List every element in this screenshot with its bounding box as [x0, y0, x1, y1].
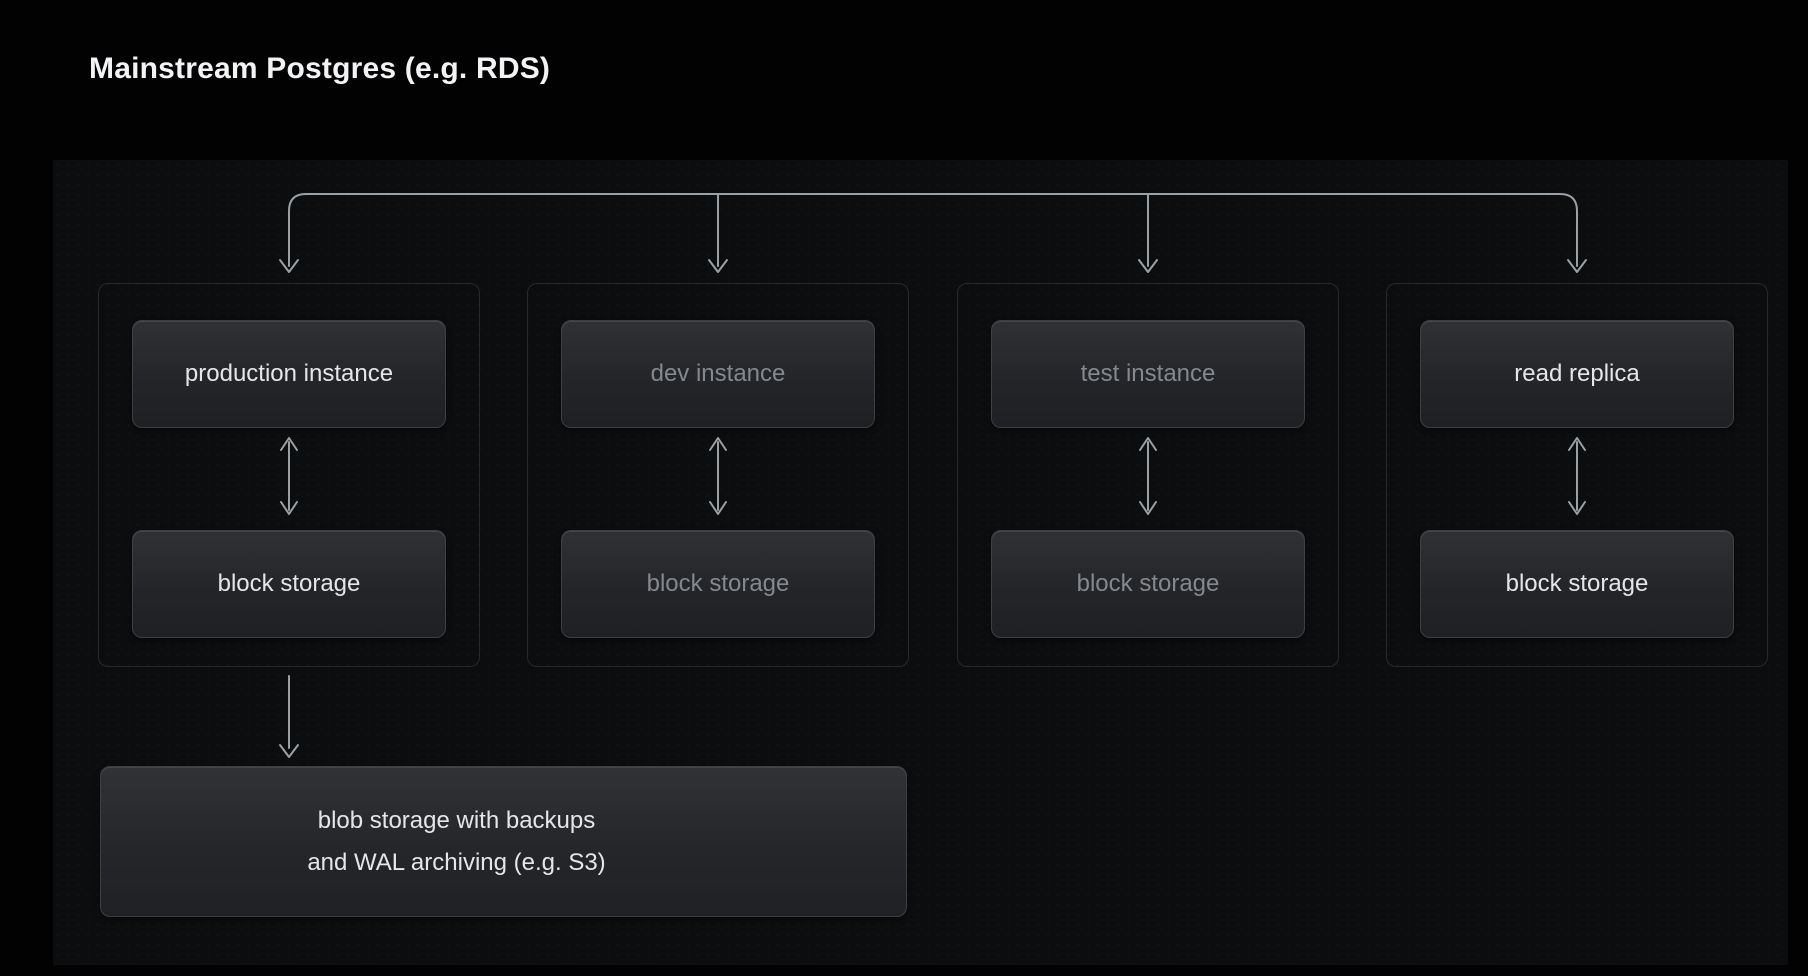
group-production: production instance block storage [98, 283, 480, 667]
group-test: test instance block storage [957, 283, 1339, 667]
node-label: dev instance [650, 360, 786, 387]
node-dev-instance: dev instance [561, 320, 875, 428]
node-dev-block-storage: block storage [561, 530, 875, 638]
blob-storage-label: blob storage with backups and WAL archiv… [101, 800, 906, 884]
node-test-block-storage: block storage [991, 530, 1305, 638]
group-read-replica: read replica block storage [1386, 283, 1768, 667]
node-production-block-storage: block storage [132, 530, 446, 638]
node-label: block storage [646, 570, 790, 597]
node-read-replica-block-storage: block storage [1420, 530, 1734, 638]
node-label: block storage [1076, 570, 1220, 597]
page-title: Mainstream Postgres (e.g. RDS) [89, 52, 551, 85]
blob-storage-label-line1: blob storage with backups [317, 806, 596, 834]
node-label: block storage [1505, 570, 1649, 597]
group-dev: dev instance block storage [527, 283, 909, 667]
node-label: test instance [1080, 360, 1216, 387]
node-test-instance: test instance [991, 320, 1305, 428]
node-label: block storage [217, 570, 361, 597]
node-label: production instance [184, 360, 394, 387]
blob-storage-label-line2: and WAL archiving (e.g. S3) [307, 848, 606, 876]
node-read-replica: read replica [1420, 320, 1734, 428]
node-production-instance: production instance [132, 320, 446, 428]
node-blob-storage: blob storage with backups and WAL archiv… [100, 766, 907, 917]
node-label: read replica [1514, 360, 1640, 387]
